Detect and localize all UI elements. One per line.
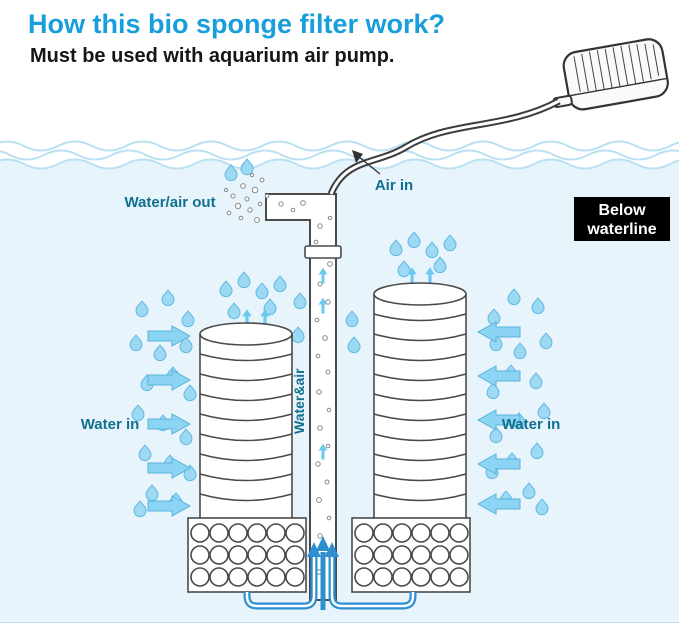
bio-media-balls xyxy=(354,523,469,587)
air-in-pointer xyxy=(352,150,381,175)
bio-media-box-left xyxy=(187,517,307,593)
badge-line-1: Below xyxy=(598,202,646,219)
label-water-in-right: Water in xyxy=(502,416,561,433)
sponge-filter-right xyxy=(373,282,467,525)
label-water-in-left: Water in xyxy=(81,416,140,433)
air-bubbles-out xyxy=(224,172,270,223)
label-water-air-out: Water/air out xyxy=(124,194,215,211)
pump-ridges xyxy=(573,43,660,92)
below-waterline-badge: Below waterline xyxy=(574,197,670,241)
sponge-filter-left xyxy=(199,322,293,525)
bio-media-box-right xyxy=(351,517,471,593)
page-title: How this bio sponge filter work? xyxy=(28,9,445,39)
air-tube xyxy=(327,97,561,196)
wave-line-2 xyxy=(0,149,679,161)
pointer-arrowhead-icon xyxy=(352,150,363,163)
label-water-and-air: Water&air xyxy=(291,368,307,434)
tube-bubbles xyxy=(278,200,333,575)
badge-background xyxy=(574,197,670,241)
label-air-in: Air in xyxy=(375,177,413,194)
pump-seam xyxy=(569,77,667,97)
page-subtitle: Must be used with aquarium air pump. xyxy=(30,45,394,67)
bio-media-balls xyxy=(190,523,305,587)
uplift-tube: Water&air xyxy=(265,193,342,601)
air-pump xyxy=(552,38,669,111)
badge-line-2: waterline xyxy=(586,221,656,238)
water-flow-pipes xyxy=(243,536,417,610)
wave-line-1 xyxy=(0,140,679,152)
tube-collar xyxy=(304,245,342,259)
droplet-icon xyxy=(240,158,254,176)
